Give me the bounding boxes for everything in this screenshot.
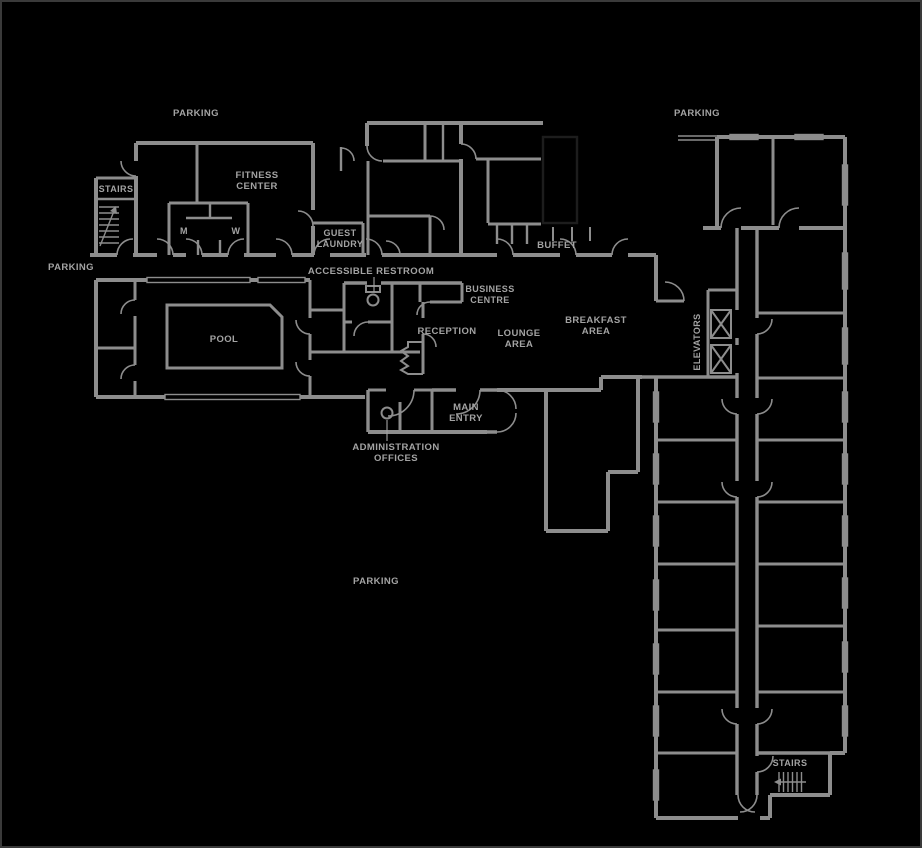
- wing-windows-north: [729, 133, 824, 141]
- label-fitness-2: CENTER: [236, 181, 277, 192]
- fence: [678, 135, 717, 141]
- elevator-car: [710, 344, 732, 374]
- stairs-icon-north: [99, 206, 119, 247]
- south-wall-north-block: [90, 238, 656, 257]
- label-business-1: BUSINESS: [465, 284, 514, 294]
- stairs-arrow-south: [774, 778, 781, 786]
- restroom-reception-block: [342, 277, 464, 375]
- label-parking-top-left: PARKING: [173, 108, 219, 119]
- main-entry-vestibule: [432, 388, 517, 434]
- label-lounge-2: AREA: [505, 339, 534, 350]
- guest-room-wing: [642, 133, 849, 820]
- entry-door-leaf: [496, 389, 517, 410]
- pool: [165, 303, 284, 370]
- label-breakfast-2: AREA: [582, 326, 611, 337]
- label-stairs-north: STAIRS: [99, 184, 134, 194]
- fitness-building: [94, 141, 365, 255]
- label-stairs-south: STAIRS: [773, 758, 808, 768]
- label-breakfast-1: BREAKFAST: [565, 315, 627, 326]
- label-buffet: BUFFET: [537, 240, 577, 251]
- label-admin-1: ADMINISTRATION: [352, 442, 439, 453]
- window: [164, 393, 301, 401]
- buffet-building: [476, 135, 591, 244]
- wing-windows-west: [652, 391, 660, 801]
- dark-service-area: [541, 135, 579, 225]
- label-admin-2: OFFICES: [374, 453, 418, 464]
- mw-restrooms: [167, 201, 250, 255]
- label-parking-top-right: PARKING: [674, 108, 720, 119]
- elevator-lobby: [654, 255, 737, 377]
- label-laundry-2: LAUNDRY: [317, 239, 363, 249]
- business-centre-room: [416, 283, 464, 316]
- label-reception: RECEPTION: [417, 326, 476, 337]
- lounge-breakfast-perimeter: [497, 375, 642, 533]
- wing-windows-east: [841, 164, 849, 737]
- stairwell-south: [774, 772, 806, 792]
- label-mens: M: [180, 226, 188, 236]
- window: [257, 276, 306, 284]
- label-womens: W: [232, 226, 241, 236]
- room-dividers-east: [757, 311, 845, 694]
- label-parking-south: PARKING: [353, 576, 399, 587]
- label-main-entry-1: MAIN: [453, 402, 479, 413]
- guest-laundry-room: [313, 221, 365, 255]
- label-parking-west: PARKING: [48, 262, 94, 273]
- label-accessible-restroom: ACCESSIBLE RESTROOM: [308, 266, 434, 277]
- label-laundry-1: GUEST: [323, 228, 356, 238]
- buffet-island-counters: [552, 227, 591, 241]
- reception-desk: [398, 341, 425, 375]
- entry-door-leaf: [496, 412, 517, 433]
- stairs-icon-south: [774, 772, 806, 792]
- pool-building: [94, 276, 365, 401]
- window: [146, 276, 251, 284]
- buffet-counter: [495, 224, 529, 244]
- stairwell-north: [94, 176, 136, 255]
- stairs-arrow-north: [110, 206, 117, 214]
- room-dividers-west: [656, 438, 737, 755]
- label-lounge-1: LOUNGE: [497, 328, 540, 339]
- toilet-accessible: [365, 285, 381, 307]
- label-pool: POOL: [210, 334, 239, 345]
- north-center-building: [365, 121, 543, 256]
- label-elevators: ELEVATORS: [692, 313, 702, 370]
- label-fitness-1: FITNESS: [236, 170, 279, 181]
- toilet-admin: [380, 406, 394, 420]
- labels: PARKING PARKING PARKING PARKING STAIRS S…: [48, 108, 807, 768]
- label-business-2: CENTRE: [470, 295, 509, 305]
- label-main-entry-2: ENTRY: [449, 413, 483, 424]
- admin-offices-block: [366, 388, 487, 441]
- elevator-car: [710, 309, 732, 339]
